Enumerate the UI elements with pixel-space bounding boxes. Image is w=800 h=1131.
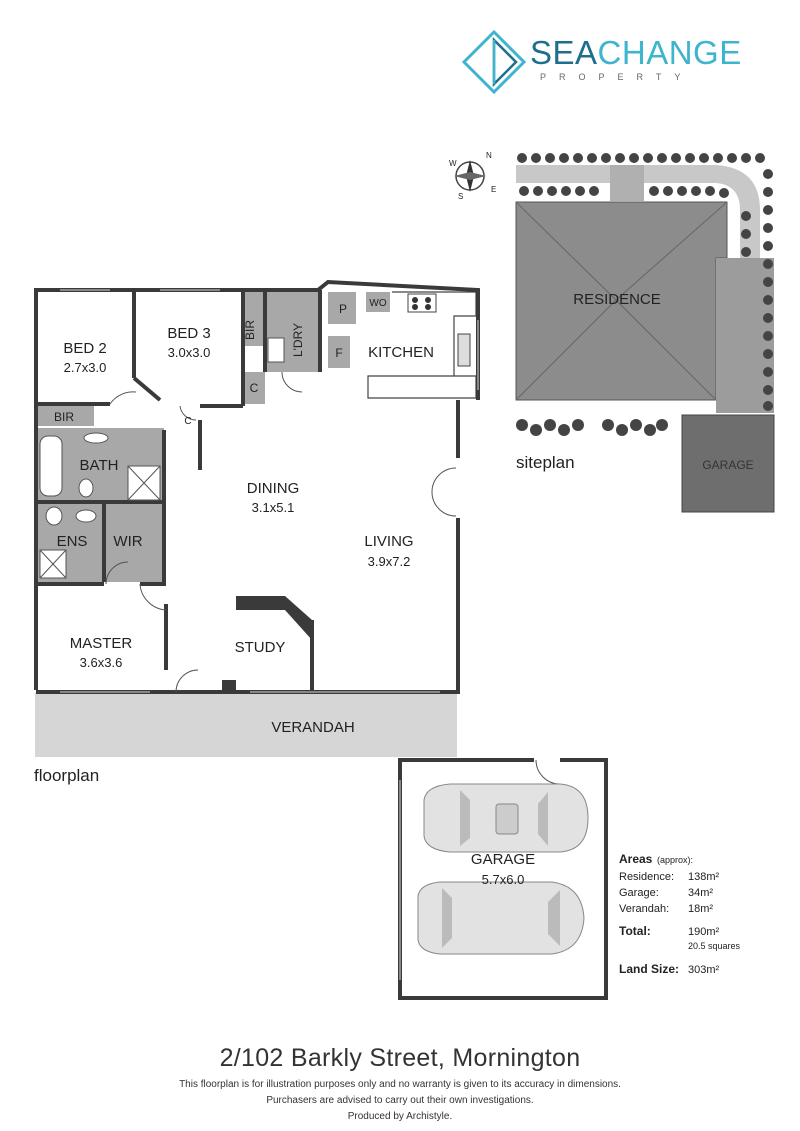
- areas-residence-value: 138m²: [688, 871, 720, 883]
- master-label: MASTER: [70, 635, 133, 652]
- brand-subtitle: PROPERTY: [540, 72, 694, 82]
- cupboard-label-1: C: [250, 381, 259, 395]
- compass-s: S: [458, 192, 463, 201]
- driveway: [516, 165, 610, 183]
- siteplan: RESIDENCE GARAGE siteplan: [515, 153, 775, 513]
- areas-verandah-label: Verandah:: [619, 903, 669, 915]
- study-wall: [222, 596, 312, 640]
- verandah: [35, 693, 457, 757]
- produced-by: Produced by Archistyle.: [347, 1111, 453, 1122]
- garage-dim: 5.7x6.0: [482, 872, 525, 887]
- compass-icon: N W E S: [449, 151, 496, 201]
- compass-e: E: [491, 185, 496, 194]
- ensuite-label: ENS: [57, 533, 88, 550]
- areas-table: Areas (approx): Residence: 138m² Garage:…: [619, 852, 741, 976]
- dining-dim: 3.1x5.1: [252, 500, 295, 515]
- areas-garage-value: 34m²: [688, 887, 713, 899]
- garage: GARAGE 5.7x6.0: [398, 758, 608, 1000]
- wir-label: WIR: [113, 533, 142, 550]
- brand-name-change: CHANGE: [597, 34, 742, 71]
- siteplan-garage-label: GARAGE: [702, 458, 753, 472]
- areas-garage-label: Garage:: [619, 887, 659, 899]
- pantry-label: P: [339, 302, 347, 316]
- floorplan: VERANDAH: [34, 279, 480, 785]
- bed3-dim: 3.0x3.0: [168, 345, 211, 360]
- wir-area: [106, 504, 164, 582]
- cooktop-icon: [407, 293, 437, 313]
- bed2-label: BED 2: [63, 340, 106, 357]
- areas-total-value: 190m²: [688, 926, 720, 938]
- basin-icon: [83, 432, 109, 444]
- areas-squares: 20.5 squares: [688, 941, 741, 951]
- land-size-value: 303m²: [688, 964, 720, 976]
- tree-icons: [516, 153, 773, 436]
- door-swings: [105, 371, 457, 693]
- car-suv-icon: [417, 881, 585, 955]
- bath-label: BATH: [80, 457, 119, 474]
- toilet-icon: [78, 478, 94, 498]
- car-sedan-icon: [423, 783, 589, 853]
- verandah-label: VERANDAH: [271, 719, 354, 736]
- sink-icon: [457, 333, 471, 367]
- brand-name: SEACHANGE: [530, 34, 742, 72]
- bathtub-icon: [39, 435, 63, 497]
- living-label: LIVING: [364, 533, 413, 550]
- areas-approx: (approx):: [657, 855, 693, 865]
- ensuite-basin-icon: [75, 509, 97, 523]
- dining-label: DINING: [247, 480, 300, 497]
- master-dim: 3.6x3.6: [80, 655, 123, 670]
- brand-name-sea: SEA: [530, 34, 598, 71]
- compass-w: W: [449, 159, 457, 168]
- kitchen-label: KITCHEN: [368, 344, 434, 361]
- cupboard-label-2: C: [184, 416, 191, 427]
- seachange-logo-icon: [462, 30, 526, 94]
- floorplan-drawing: N W E S RESIDENCE GARAGE siteplan: [34, 151, 775, 1000]
- siteplan-residence-label: RESIDENCE: [573, 291, 661, 308]
- bir-bed2-label: BIR: [54, 410, 74, 424]
- areas-residence-label: Residence:: [619, 871, 674, 883]
- laundry-label: L'DRY: [291, 323, 305, 357]
- compass-n: N: [486, 151, 492, 160]
- living-dim: 3.9x7.2: [368, 554, 411, 569]
- study-label: STUDY: [235, 639, 286, 656]
- fridge-label: F: [335, 346, 342, 360]
- siteplan-garage: [681, 414, 775, 513]
- bed3-label: BED 3: [167, 325, 210, 342]
- disclaimer-line-1: This floorplan is for illustration purpo…: [179, 1079, 621, 1090]
- floorplan-label: floorplan: [34, 766, 99, 785]
- areas-verandah-value: 18m²: [688, 903, 713, 915]
- areas-title: Areas: [619, 852, 653, 866]
- garage-label: GARAGE: [471, 851, 535, 868]
- siteplan-label: siteplan: [516, 453, 575, 472]
- land-size-label: Land Size:: [619, 962, 679, 976]
- areas-total-label: Total:: [619, 924, 651, 938]
- bed2-dim: 2.7x3.0: [64, 360, 107, 375]
- bir-bed3-label: BIR: [243, 320, 257, 340]
- ensuite-toilet-icon: [45, 506, 63, 526]
- wall-oven-label: WO: [369, 298, 386, 309]
- property-address: 2/102 Barkly Street, Mornington: [219, 1044, 581, 1072]
- disclaimer-line-2: Purchasers are advised to carry out thei…: [266, 1095, 534, 1106]
- laundry-trough-icon: [267, 337, 285, 363]
